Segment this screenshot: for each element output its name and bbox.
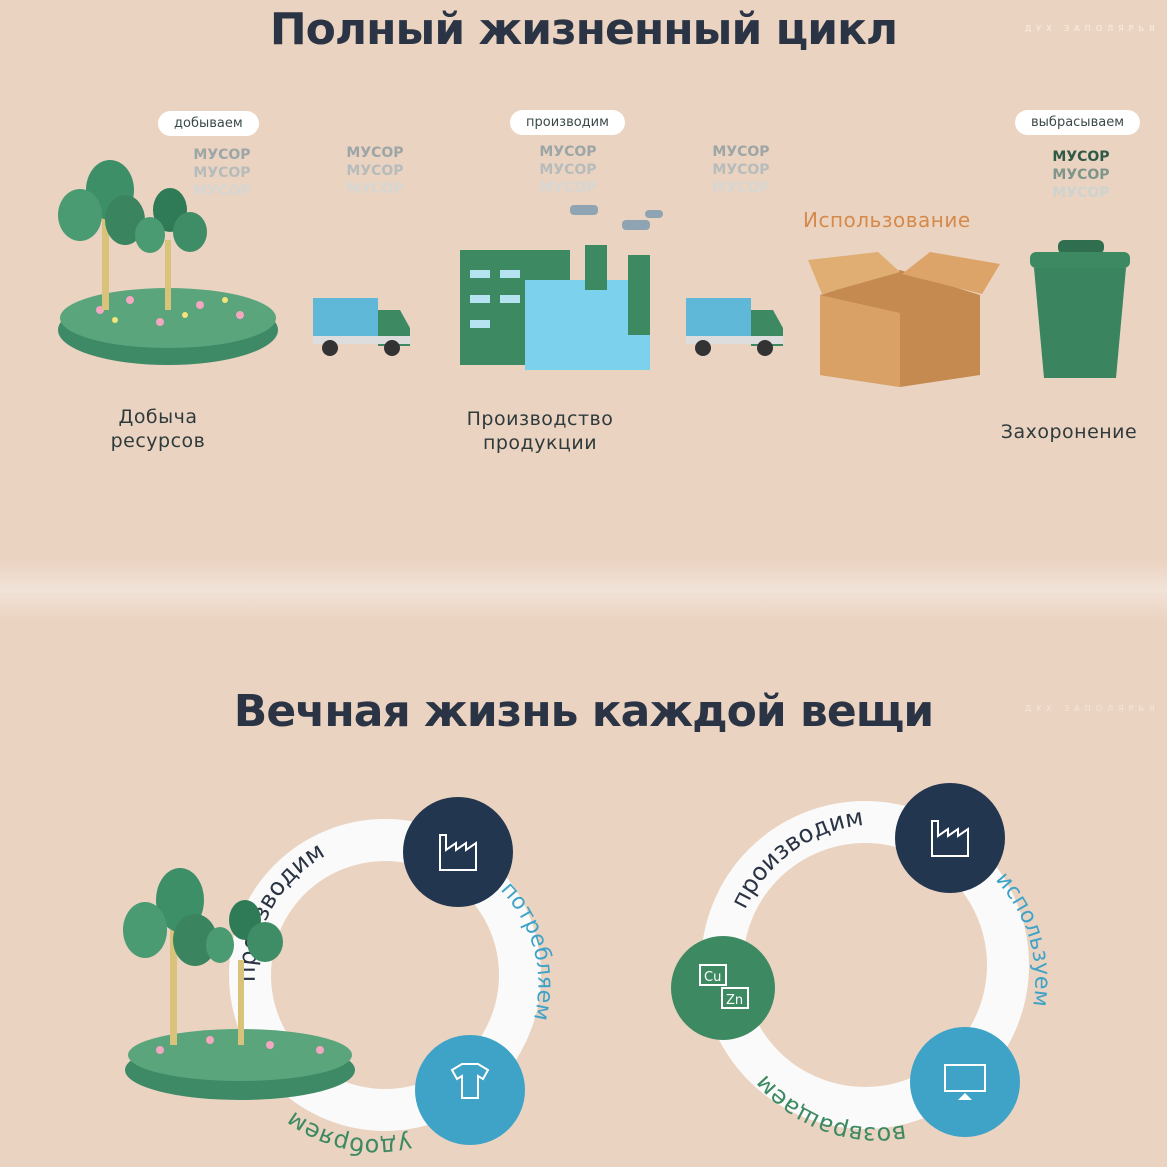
element-cu: Cu (704, 970, 721, 985)
truck-icon (686, 298, 783, 356)
pill-produce: производим (510, 110, 625, 135)
trash-stack-3: МУСОР МУСОР МУСОР (528, 143, 608, 197)
stage-label-extraction: Добыча ресурсов (78, 405, 238, 453)
label-line: продукции (482, 432, 598, 454)
label-line: ресурсов (110, 430, 206, 452)
trash-stack-1: МУСОР МУСОР МУСОР (182, 146, 262, 200)
truck-icon (313, 298, 410, 356)
trash-word: МУСОР (712, 180, 770, 196)
trash-word: МУСОР (346, 181, 404, 197)
forest-island-illustration (123, 868, 355, 1100)
element-zn: Zn (726, 993, 743, 1008)
trash-stack-5: МУСОР МУСОР МУСОР (1041, 148, 1121, 202)
label-line: Производство (466, 408, 614, 430)
cycle-diagrams: производим потребляем удобряем производи… (123, 783, 1054, 1161)
trash-word: МУСОР (193, 183, 251, 199)
section2-title: Вечная жизнь каждой вещи (233, 686, 934, 737)
lifecycle-illustrations (58, 160, 1130, 387)
label-line: Добыча (118, 406, 198, 428)
trash-word: МУСОР (1052, 149, 1110, 165)
trash-word: МУСОР (346, 163, 404, 179)
trash-word: МУСОР (539, 162, 597, 178)
clothes-food-icon (415, 1035, 525, 1145)
factory-illustration (460, 205, 663, 370)
trash-word: МУСОР (193, 165, 251, 181)
trash-stack-2: МУСОР МУСОР МУСОР (335, 144, 415, 198)
trash-stack-4: МУСОР МУСОР МУСОР (701, 143, 781, 197)
left-cycle-ring (229, 819, 541, 1131)
pill-extract: добываем (158, 111, 259, 136)
pill-discard: выбрасываем (1015, 110, 1141, 135)
trash-can-illustration (1030, 240, 1130, 378)
trash-word: МУСОР (1052, 185, 1110, 201)
trash-word: МУСОР (1052, 167, 1110, 183)
metals-icon: Cu Zn (671, 936, 775, 1040)
trash-word: МУСОР (712, 162, 770, 178)
trash-word: МУСОР (346, 145, 404, 161)
factory-icon (403, 797, 513, 907)
forest-island-illustration (58, 160, 278, 365)
section-divider (0, 560, 1167, 620)
trash-word: МУСОР (712, 144, 770, 160)
cardboard-box-illustration (808, 252, 1000, 387)
stage-label-burial: Захоронение (1000, 421, 1138, 443)
factory-icon (895, 783, 1005, 893)
section1-title: Полный жизненный цикл (269, 4, 898, 55)
watermark: ДУХ ЗАПОЛЯРЬЯ (1025, 24, 1160, 33)
trash-word: МУСОР (193, 147, 251, 163)
trash-word: МУСОР (539, 180, 597, 196)
watermark-2: ДУХ ЗАПОЛЯРЬЯ (1025, 704, 1160, 713)
stage-label-production: Производство продукции (445, 407, 635, 455)
trash-word: МУСОР (539, 144, 597, 160)
usage-label: Использование (803, 208, 971, 232)
monitor-icon (910, 1027, 1020, 1137)
